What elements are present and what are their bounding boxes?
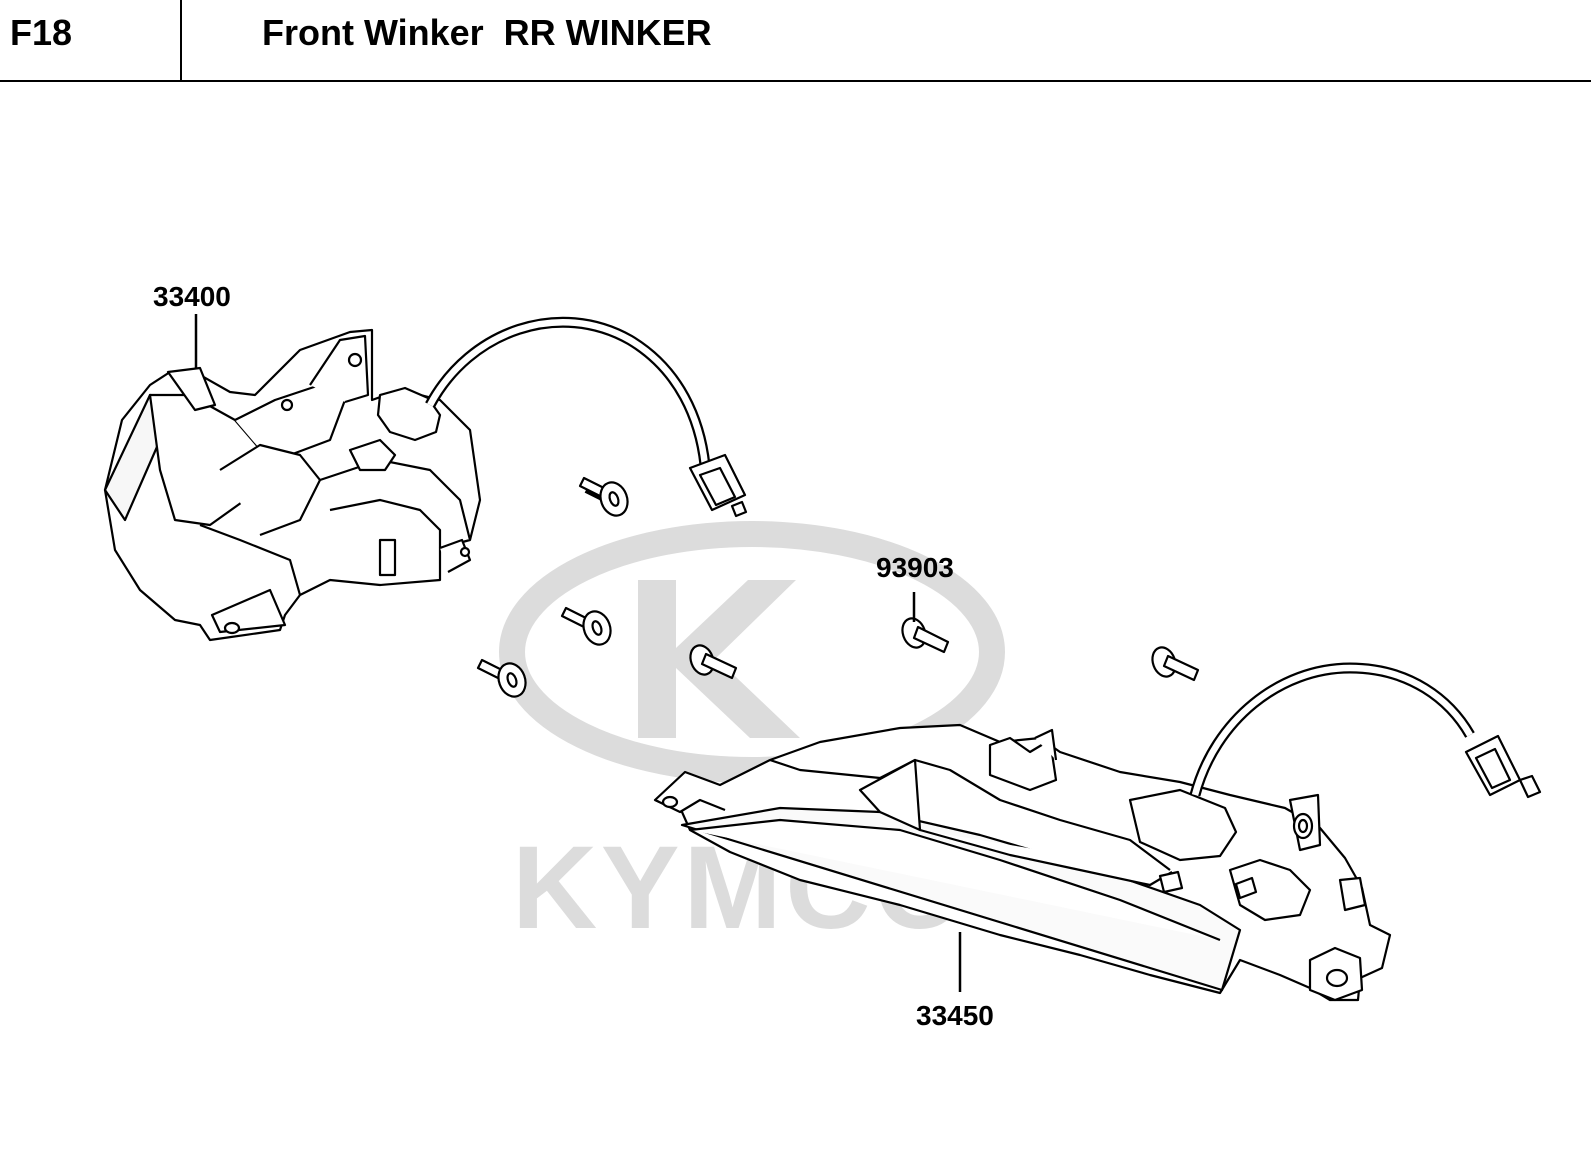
screws: [476, 476, 1200, 698]
screw-3: [476, 658, 527, 698]
page-title: Front Winker RR WINKER: [262, 12, 712, 53]
part-number-93903: 93903: [876, 552, 954, 583]
screw-2: [560, 606, 612, 646]
screw-4: [689, 644, 738, 680]
part-number-33400: 33400: [153, 281, 231, 312]
section-code-cell: F18: [0, 0, 182, 80]
leader-lines: [194, 314, 962, 992]
rear-winker-assembly: [653, 662, 1542, 1002]
screw-5: [901, 617, 950, 654]
parts-diagram: KYMCO: [103, 281, 1542, 1031]
screw-6: [1151, 646, 1200, 682]
front-winker-assembly: [103, 316, 748, 642]
section-code: F18: [10, 12, 73, 53]
screw-1: [578, 476, 629, 517]
page-header: F18 Front Winker RR WINKER: [0, 0, 1591, 82]
part-number-33450: 33450: [916, 1000, 994, 1031]
